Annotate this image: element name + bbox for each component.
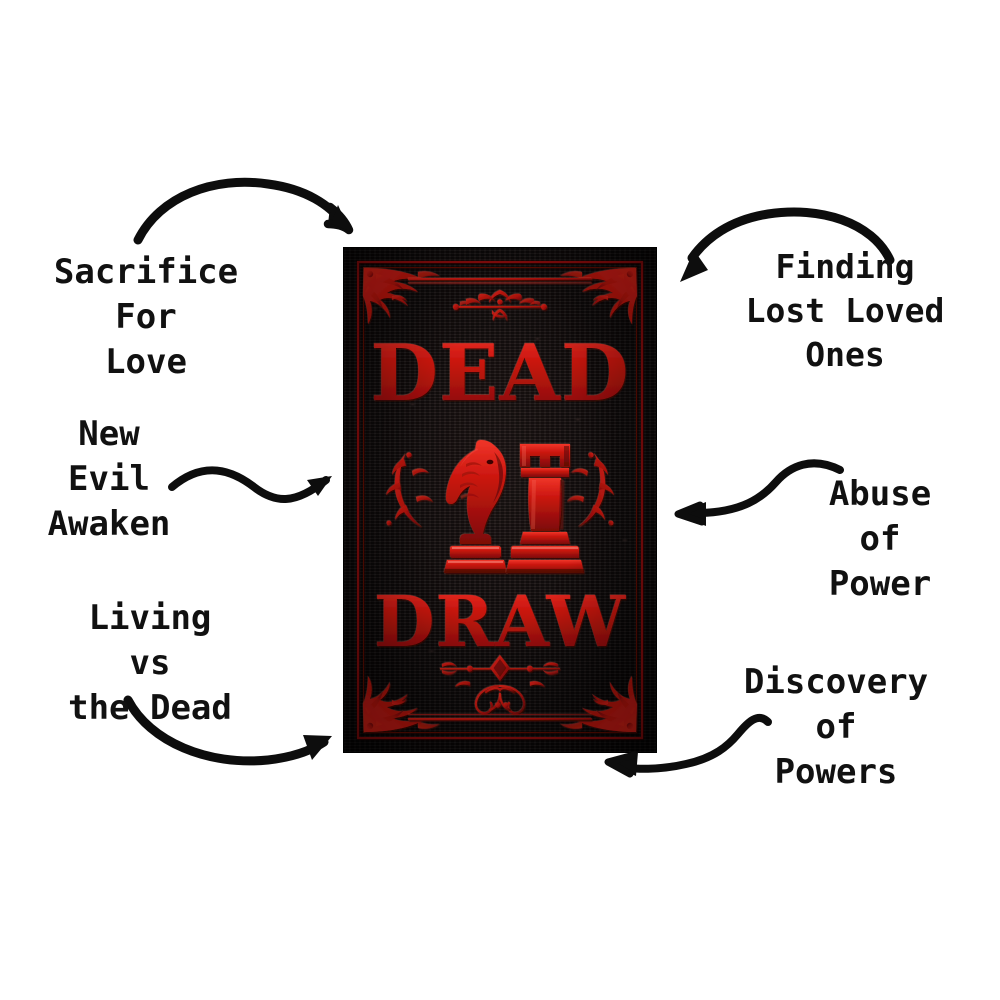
- arrow-sacrifice-for-love: [133, 177, 354, 245]
- label-living-vs-the-dead: Living vs the Dead: [68, 598, 232, 729]
- arrow-abuse-of-power: [674, 459, 844, 526]
- label-discovery-of-powers: Discovery of Powers: [743, 662, 929, 793]
- label-abuse-of-power: Abuse of Power: [828, 474, 932, 605]
- label-finding-lost-loved-ones: Finding Lost Loved Ones: [745, 247, 945, 374]
- label-new-evil-awaken: New Evil Awaken: [47, 414, 171, 545]
- arrow-new-evil-awaken: [168, 466, 332, 503]
- arrow-discovery-of-powers: [604, 713, 772, 778]
- arrow-living-vs-the-dead: [123, 695, 332, 766]
- label-sacrifice-for-love: Sacrifice For Love: [53, 252, 239, 383]
- arrow-finding-lost-loved-ones: [680, 207, 895, 282]
